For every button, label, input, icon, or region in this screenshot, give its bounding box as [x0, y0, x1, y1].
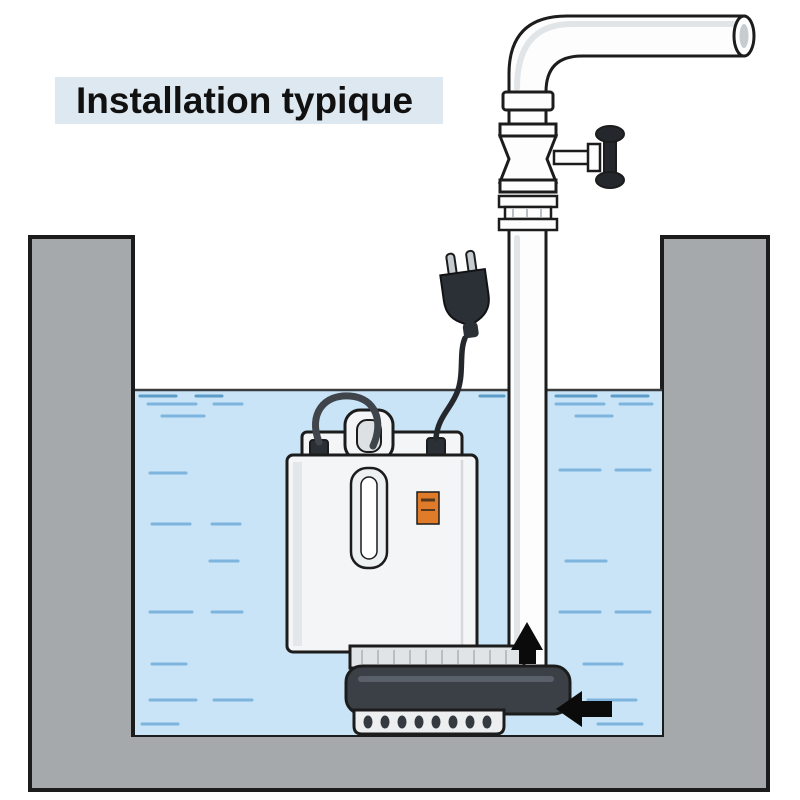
pump-volute-base	[344, 664, 572, 716]
pump-lift-rod	[360, 476, 378, 560]
elbow-socket-collar	[501, 90, 555, 112]
power-cable	[433, 335, 468, 441]
valve-handwheel	[595, 125, 625, 189]
pit-walls	[28, 235, 770, 792]
pump-strainer	[352, 708, 506, 736]
valve-bottom-flange	[498, 178, 558, 194]
valve-top-flange	[498, 122, 558, 138]
pump-nameplate	[416, 491, 440, 525]
water-ripples	[138, 394, 654, 726]
page-title: Installation typique	[76, 80, 413, 121]
pump-body-highlight	[293, 462, 302, 646]
pump-volute-highlight	[358, 676, 554, 682]
pipe-bore	[739, 24, 749, 48]
discharge-pipe	[497, 14, 756, 692]
cabling	[312, 249, 490, 450]
title-background	[55, 77, 443, 124]
pipe-union-coupling	[497, 194, 559, 232]
submersible-pump	[285, 408, 572, 736]
valve-packing-nut	[586, 142, 602, 173]
valve-body	[497, 134, 559, 184]
float-switch-cable	[312, 392, 382, 450]
plug-body	[439, 267, 490, 327]
elbow-highlight	[514, 21, 739, 91]
valve-stem	[552, 149, 592, 166]
flow-up-arrow-icon	[511, 622, 543, 664]
flow-left-arrow-icon	[556, 691, 612, 727]
power-plug	[439, 249, 490, 339]
plug-neck	[462, 322, 479, 339]
shutoff-valve	[497, 122, 625, 194]
title-banner: Installation typique	[55, 77, 443, 124]
